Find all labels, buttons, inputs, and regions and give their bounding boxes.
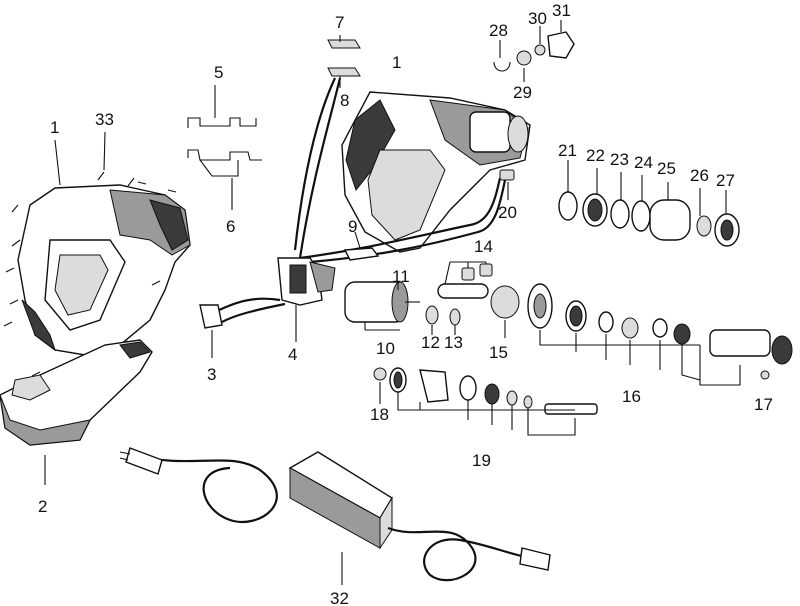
callout-29: 29	[513, 83, 532, 102]
callout-4: 4	[288, 345, 297, 364]
callout-2: 2	[38, 497, 47, 516]
callout-30: 30	[528, 9, 547, 28]
callout-1-left: 1	[50, 118, 59, 137]
callout-labels: 1 33 2 5 6 7 8 1 9 3 4 10 11 12 13 14 15…	[38, 1, 773, 606]
motor	[344, 281, 420, 331]
switch-contact-strips	[187, 85, 262, 210]
lower-gear-set	[373, 367, 598, 436]
left-leader-lines	[44, 131, 106, 485]
callout-13: 13	[444, 333, 463, 352]
gearbox-pins	[437, 261, 493, 299]
callout-26: 26	[690, 166, 709, 185]
battery-pack	[0, 339, 153, 446]
callout-31: 31	[552, 1, 571, 20]
callout-3: 3	[207, 365, 216, 384]
callout-15: 15	[489, 343, 508, 362]
thermal-switch	[499, 169, 515, 200]
callout-18: 18	[370, 405, 389, 424]
callout-10: 10	[376, 339, 395, 358]
callout-24: 24	[634, 153, 653, 172]
callout-23: 23	[610, 150, 629, 169]
motor-washers	[425, 305, 461, 335]
battery-contact-block	[199, 304, 223, 358]
callout-33: 33	[95, 110, 114, 129]
callout-32: 32	[330, 589, 349, 606]
callout-27: 27	[716, 171, 735, 190]
front-ring-set	[558, 160, 740, 247]
callout-9: 9	[348, 217, 357, 236]
callout-28: 28	[489, 21, 508, 40]
callout-21: 21	[558, 141, 577, 160]
left-housing-half	[17, 184, 191, 356]
callout-17: 17	[754, 395, 773, 414]
callout-5: 5	[214, 63, 223, 82]
callout-11: 11	[392, 267, 410, 286]
callout-14: 14	[474, 237, 493, 256]
switch-module	[277, 257, 336, 342]
callout-16: 16	[622, 387, 641, 406]
right-housing-half	[341, 91, 531, 253]
callout-7: 7	[335, 13, 344, 32]
callout-25: 25	[657, 159, 676, 178]
callout-12: 12	[421, 333, 440, 352]
brush-plate	[343, 231, 380, 261]
spindle-assembly	[490, 283, 793, 386]
callout-22: 22	[586, 146, 605, 165]
callout-19: 19	[472, 451, 491, 470]
callout-8: 8	[340, 91, 349, 110]
callout-20: 20	[498, 203, 517, 222]
switch-terminals	[327, 35, 361, 88]
callout-6: 6	[226, 217, 235, 236]
charger	[119, 447, 551, 585]
callout-1-right: 1	[392, 53, 401, 72]
chuck-top-parts	[493, 20, 575, 82]
